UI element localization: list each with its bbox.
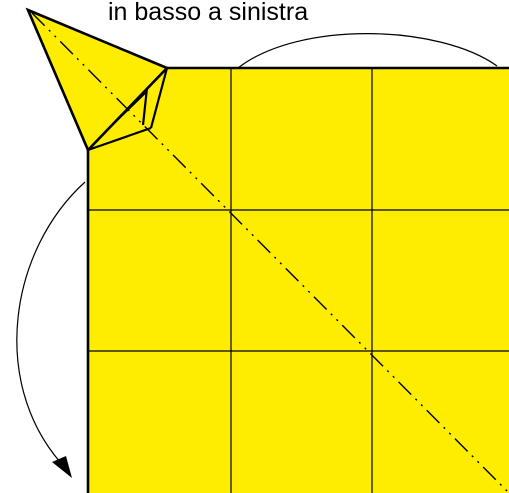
crease-grid: [88, 68, 509, 493]
flap-inner-folds: [87, 67, 169, 152]
instruction-caption: in basso a sinistra: [108, 0, 308, 26]
fold-direction-arrow: [16, 181, 86, 463]
paper-edges: [86, 66, 509, 493]
arrow-head-icon: [52, 456, 72, 478]
guide-arc-top: [237, 33, 498, 69]
diagonal-fold-line: [31, 12, 508, 492]
